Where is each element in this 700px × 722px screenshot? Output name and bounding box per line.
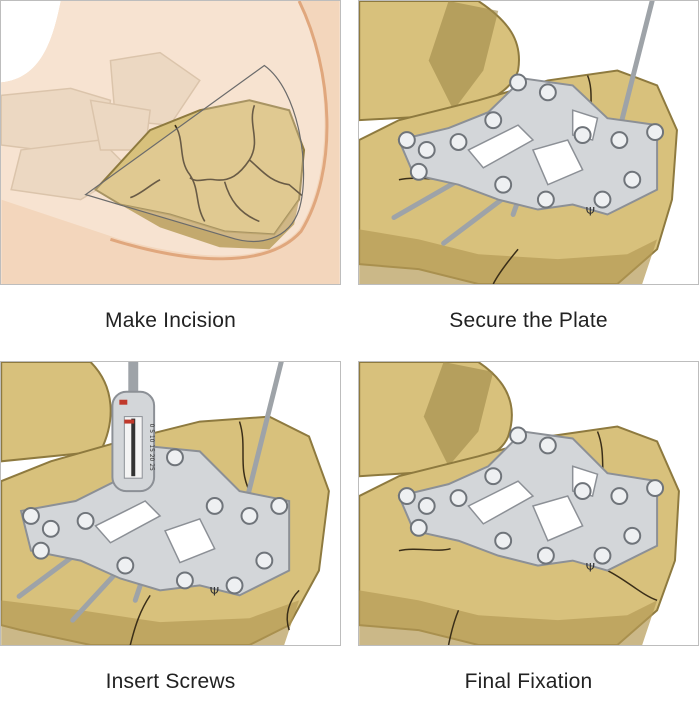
heel-incision-illustration bbox=[1, 1, 340, 284]
caption-make-incision: Make Incision bbox=[105, 309, 236, 332]
trident-logo-icon: Ψ bbox=[586, 561, 595, 575]
panel-secure-plate: Ψ bbox=[358, 0, 699, 285]
fixation-plate: Ψ bbox=[19, 445, 291, 598]
caption-final-fixation: Final Fixation bbox=[464, 670, 593, 693]
calcaneus-shadow bbox=[1, 600, 300, 645]
fixation-plate: Ψ bbox=[397, 73, 665, 218]
gauge-red-marker bbox=[119, 399, 128, 405]
plate-placement-illustration: Ψ bbox=[359, 1, 698, 284]
plate-holes bbox=[22, 448, 289, 595]
heel-edge bbox=[109, 1, 329, 261]
caption-secure-plate: Secure the Plate bbox=[449, 309, 608, 332]
depth-gauge: 0 5 10 15 20 25 bbox=[111, 362, 155, 493]
fracture-lines bbox=[129, 421, 300, 645]
panel-final-fixation: Ψ bbox=[358, 361, 699, 646]
trident-logo-icon: Ψ bbox=[210, 584, 219, 598]
foot-bones-faded bbox=[1, 51, 201, 201]
calcaneus-shadow bbox=[359, 590, 658, 645]
talus-shadow bbox=[423, 362, 494, 467]
screw-insertion-illustration: Ψ 0 5 10 15 20 25 bbox=[1, 362, 340, 645]
incision-flap bbox=[84, 64, 305, 242]
panel-make-incision bbox=[0, 0, 341, 285]
final-fixation-illustration: Ψ bbox=[359, 362, 698, 645]
calcaneus-bone bbox=[93, 99, 306, 236]
fixation-plate: Ψ bbox=[397, 426, 665, 575]
plate-holes bbox=[397, 73, 665, 209]
caption-insert-screws: Insert Screws bbox=[105, 670, 236, 693]
talus-bone bbox=[1, 362, 112, 463]
fracture-lines bbox=[130, 105, 303, 223]
gauge-scale: 0 5 10 15 20 25 bbox=[148, 424, 155, 471]
calcaneus-shadow bbox=[120, 199, 300, 250]
calcaneus-shadow bbox=[359, 229, 658, 284]
plate-holes bbox=[397, 426, 665, 565]
trident-logo-icon: Ψ bbox=[586, 204, 595, 218]
gauge-red-marker bbox=[124, 419, 135, 424]
talus-shadow bbox=[428, 1, 499, 111]
panel-insert-screws: Ψ 0 5 10 15 20 25 bbox=[0, 361, 341, 646]
